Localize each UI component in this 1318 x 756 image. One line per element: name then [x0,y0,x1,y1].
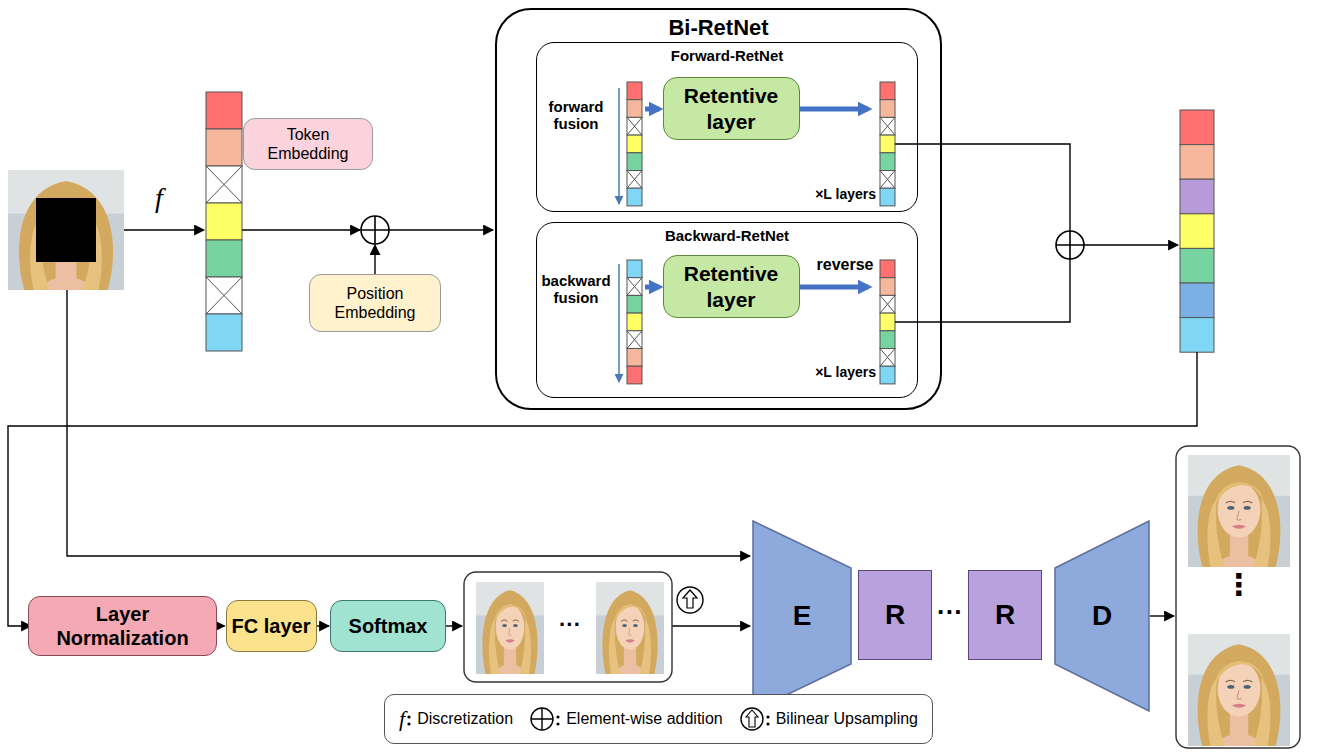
upsampling-symbol [677,587,703,613]
backward-input-column [627,260,642,384]
panel-heading: Forward-RetNet [671,47,784,65]
legend-colon [406,710,413,728]
softmax-box: Softmax [330,600,446,652]
token-embedding-box: Token Embedding [243,118,373,170]
retentive-layer-box: Retentive layer [663,77,800,140]
node-label: Token Embedding [244,125,372,163]
panel-heading: Backward-RetNet [665,227,789,245]
flow-arrows [8,144,1197,626]
vertical-ellipsis: ⋮ [1219,568,1259,603]
backward-output-column [880,260,895,384]
node-label: Layer Normalization [29,602,216,650]
flow-arrow [317,625,330,626]
addition-symbol [529,706,555,732]
upsampling-symbol [739,706,765,732]
node-label: Retentive layer [664,83,799,133]
node-label: R [995,598,1015,632]
node-label: R [885,598,905,632]
addition-symbol [361,216,389,244]
bi-retnet-panel: Bi-RetNetForward-RetNetRetentive layerBa… [495,8,942,410]
legend-colon [555,710,562,728]
legend-colon [765,710,772,728]
reverse-note: reverse [812,256,878,274]
ellipsis: ··· [546,612,594,637]
layer-norm-box: Layer Normalization [28,596,217,656]
forward-output-column [880,82,895,206]
ellipsis: ··· [930,598,970,628]
repeat-note: ×L layers [790,186,876,202]
token-column [206,92,242,351]
fc-layer-box: FC layer [226,600,317,652]
node-label: Softmax [349,614,428,638]
discretization-symbol: f [146,182,172,214]
fusion-note: forward fusion [540,98,612,133]
fusion-arrows [618,88,620,382]
legend-box: f Discretization Element-wise addition Bili… [384,694,933,744]
node-label: D [1092,599,1112,633]
trapezoid-shape [1055,521,1149,711]
generated-image-group [464,572,672,682]
addition-symbol [1056,231,1084,259]
discretization-symbol: f [399,706,405,732]
forward-input-column [627,82,642,206]
node-label: Retentive layer [664,261,799,311]
decoder-trapezoid: D [1054,520,1150,712]
encoder-trapezoid: E [752,520,852,712]
repeat-note: ×L layers [790,364,876,380]
masked-input-image [8,170,124,290]
panel-heading: Bi-RetNet [668,15,768,41]
residual-block: R [968,570,1042,660]
output-token-column [1180,110,1214,352]
legend-text: Bilinear Upsampling [776,710,918,728]
node-label: E [793,599,812,633]
legend-text: Discretization [417,710,513,728]
node-label: Position Embedding [310,284,440,322]
node-label: FC layer [232,614,311,638]
retentive-layer-box: Retentive layer [663,255,800,318]
residual-block: R [858,570,932,660]
trapezoid-shape [753,521,851,711]
output-image-panel [1176,446,1300,748]
legend-text: Element-wise addition [566,710,723,728]
fusion-note: backward fusion [540,272,612,307]
position-embedding-box: Position Embedding [309,274,441,332]
flow-arrow [217,625,225,626]
